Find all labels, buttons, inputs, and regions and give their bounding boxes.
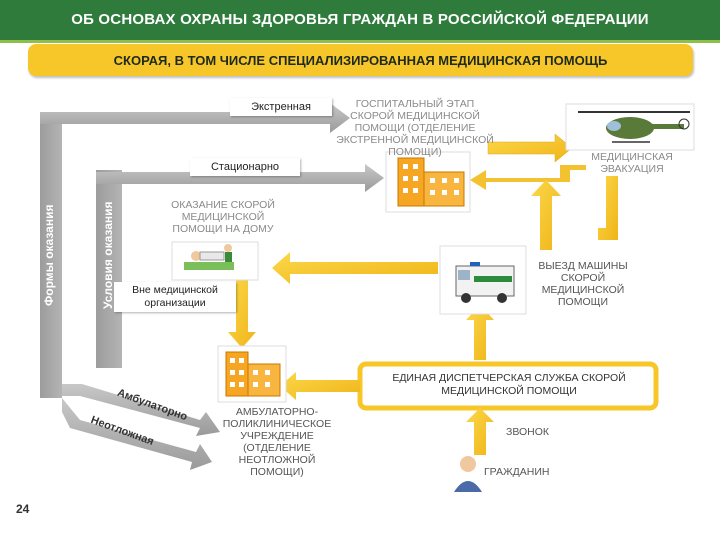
arrow-dispatch-to-ambulance — [466, 305, 494, 360]
conditions-bar — [96, 170, 122, 368]
home-care-text: ОКАЗАНИЕ СКОРОЙ МЕДИЦИНСКОЙ ПОМОЩИ НА ДО… — [171, 199, 275, 235]
arrow-helicopter-down — [598, 176, 618, 240]
person-icon — [454, 456, 482, 492]
emergency-label: Экстренная — [251, 101, 311, 113]
arrow-ambulance-to-home — [272, 252, 438, 284]
outside-tag: Вне медицинской организации — [114, 282, 236, 312]
subtitle: СКОРАЯ, В ТОМ ЧИСЛЕ СПЕЦИАЛИЗИРОВАННАЯ М… — [113, 53, 608, 68]
home-icon-box — [171, 241, 259, 281]
clinic-building-icon — [225, 351, 281, 397]
forms-label: Формы оказания — [42, 204, 56, 306]
arrow-down-to-clinic — [228, 280, 256, 348]
outpatient-inst-text: АМБУЛАТОРНО-ПОЛИКЛИНИЧЕСКОЕ УЧРЕЖДЕНИЕ (… — [222, 406, 332, 478]
inpatient-label: Стационарно — [210, 161, 280, 173]
inpatient-tag: Стационарно — [190, 158, 300, 176]
hospital-building-icon — [397, 157, 465, 207]
urgent-arrow — [62, 398, 212, 470]
emergency-tag: Экстренная — [230, 98, 332, 116]
hospital-stage-text: ГОСПИТАЛЬНЫЙ ЭТАП СКОРОЙ МЕДИЦИНСКОЙ ПОМ… — [336, 98, 494, 158]
arrow-call-up — [466, 408, 494, 455]
call-text: ЗВОНОК — [506, 426, 550, 438]
title-bar — [0, 0, 720, 43]
home-care-icon — [184, 244, 234, 270]
emergency-arrow — [40, 103, 350, 133]
ambulance-trip-text: ВЫЕЗД МАШИНЫ СКОРОЙ МЕДИЦИНСКОЙ ПОМОЩИ — [538, 260, 628, 308]
citizen-text: ГРАЖДАНИН — [484, 466, 550, 478]
page-number: 24 — [16, 502, 30, 516]
helicopter-icon — [578, 111, 690, 143]
dispatch-text: ЕДИНАЯ ДИСПЕТЧЕРСКАЯ СЛУЖБА СКОРОЙ МЕДИЦ… — [392, 372, 626, 397]
page-title: ОБ ОСНОВАХ ОХРАНЫ ЗДОРОВЬЯ ГРАЖДАН В РОС… — [71, 11, 649, 28]
ambulance-icon — [455, 262, 515, 303]
outside-label: Вне медицинской организации — [132, 284, 218, 309]
conditions-label: Условия оказания — [101, 201, 115, 309]
arrow-dispatch-to-clinic — [280, 372, 360, 400]
arrow-hospital-to-helicopter — [487, 133, 573, 163]
arrow-helicopter-to-hospital — [470, 165, 586, 190]
outpatient-arrow — [62, 384, 220, 436]
arrow-ambulance-to-hospital — [531, 180, 561, 250]
subtitle-box: СКОРАЯ, В ТОМ ЧИСЛЕ СПЕЦИАЛИЗИРОВАННАЯ М… — [28, 44, 693, 76]
medevac-text: МЕДИЦИНСКАЯ ЭВАКУАЦИЯ — [591, 151, 673, 175]
inpatient-arrow — [96, 164, 384, 192]
forms-bar — [40, 118, 62, 398]
